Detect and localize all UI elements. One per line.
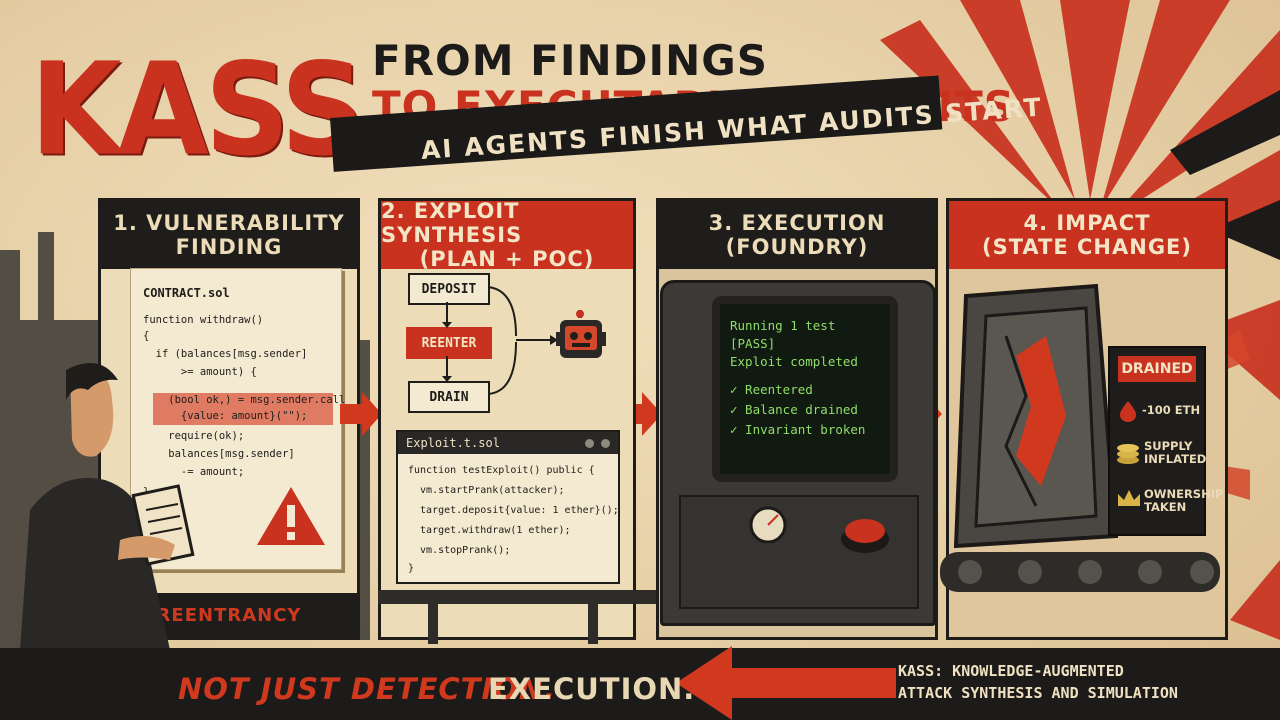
auditor-figure [20, 362, 195, 650]
panel-1-heading-line-2: FINDING [175, 235, 283, 259]
code-filename: CONTRACT.sol [143, 286, 230, 300]
panel-2-heading-line-2: (PLAN + POC) [419, 247, 595, 271]
robot-agent-icon [556, 310, 606, 358]
arrow-right-icon [340, 392, 382, 436]
code-line: vm.stopPrank(); [408, 545, 511, 556]
terminal-line: ✓ Balance drained [730, 402, 858, 417]
panel-3-heading-line-1: 3. EXECUTION [708, 211, 886, 235]
acronym-line-2: ATTACK SYNTHESIS AND SIMULATION [898, 684, 1178, 702]
terminal-line: Running 1 test [730, 318, 836, 333]
bottom-banner [0, 648, 1280, 720]
broken-vault-icon [953, 283, 1119, 549]
code-line: target.withdraw(1 ether); [408, 525, 571, 536]
panel-2-heading-line-1: 2. EXPLOIT SYNTHESIS [381, 199, 523, 247]
terminal-line: [PASS] [730, 336, 776, 351]
drained-badge-label: DRAINED [1121, 361, 1193, 377]
panel-4-heading: 4. IMPACT (STATE CHANGE) [949, 201, 1225, 269]
panel-1-heading: 1. VULNERABILITY FINDING [101, 201, 357, 269]
terminal-screen: Running 1 test [PASS] Exploit completed … [712, 296, 898, 482]
editor-filename: Exploit.t.sol [406, 436, 500, 450]
exploit-test-editor: Exploit.t.sol function testExploit() pub… [396, 430, 620, 584]
conveyor-belt [940, 552, 1220, 592]
drained-badge: DRAINED [1118, 356, 1196, 382]
arrow-left-icon [676, 646, 896, 720]
brand-title: KASS [30, 34, 365, 184]
flow-step-deposit: DEPOSIT [408, 273, 490, 305]
editor-titlebar: Exploit.t.sol [398, 432, 618, 454]
machine-console [679, 495, 919, 609]
code-line: vm.startPrank(attacker); [408, 485, 565, 496]
impact-eth-loss: -100 ETH [1142, 403, 1201, 417]
flow-step-reenter: REENTER [406, 327, 492, 359]
crown-icon [1118, 490, 1140, 506]
code-line: balances[msg.sender] [143, 448, 295, 460]
panel-4-heading-line-1: 4. IMPACT [1023, 211, 1151, 235]
code-line: function withdraw() [143, 314, 264, 326]
code-line: if (balances[msg.sender] [143, 348, 308, 360]
code-highlight [153, 393, 333, 425]
panel-4-heading-line-2: (STATE CHANGE) [981, 235, 1192, 259]
slogan-execution: EXECUTION. [488, 672, 696, 706]
vulnerability-label: REENTRANCY [156, 604, 302, 626]
code-line: {value: amount}(""); [143, 410, 308, 422]
blood-drop-icon [1119, 401, 1137, 422]
warning-icon [257, 487, 325, 545]
star-icon [859, 669, 887, 696]
conveyor-platform [378, 590, 668, 644]
terminal-line: Exploit completed [730, 354, 858, 369]
code-line: { [143, 330, 150, 342]
panel-2-heading: 2. EXPLOIT SYNTHESIS (PLAN + POC) [381, 199, 633, 271]
code-line: target.deposit{value: 1 ether}(); [408, 505, 619, 516]
window-dot-icon [585, 439, 594, 448]
code-line: -= amount; [143, 466, 245, 478]
impact-ownership: OWNERSHIP TAKEN [1144, 487, 1224, 515]
headline-line-1: FROM FINDINGS [372, 36, 768, 85]
flow-step-drain: DRAIN [408, 381, 490, 413]
panel-1-heading-line-1: 1. VULNERABILITY [113, 211, 345, 235]
coin-stack-icon [1117, 444, 1139, 464]
code-line: (bool ok,) = msg.sender.call [143, 394, 346, 406]
flow-connectors [442, 286, 558, 395]
code-line: require(ok); [143, 430, 245, 442]
panel-3-heading-line-2: (FOUNDRY) [725, 235, 869, 259]
impact-summary-card: DRAINED -100 ETH SUPPLY INFLATED OWNERSH… [1108, 346, 1223, 536]
terminal-line: ✓ Invariant broken [730, 422, 866, 437]
acronym-line-1: KASS: KNOWLEDGE-AUGMENTED [898, 662, 1124, 680]
code-line: } [408, 563, 415, 574]
panel-3-heading: 3. EXECUTION (FOUNDRY) [659, 201, 935, 269]
window-dot-icon [601, 439, 610, 448]
red-push-button[interactable] [839, 509, 891, 555]
pressure-gauge-icon [749, 506, 787, 543]
code-line: function testExploit() public { [408, 465, 595, 476]
impact-supply: SUPPLY INFLATED [1144, 439, 1207, 467]
code-line: >= amount) { [143, 366, 257, 378]
terminal-line: ✓ Reentered [730, 382, 813, 397]
arrow-right-icon [620, 392, 662, 436]
slogan-detection: NOT JUST DETECTION. [178, 672, 557, 706]
